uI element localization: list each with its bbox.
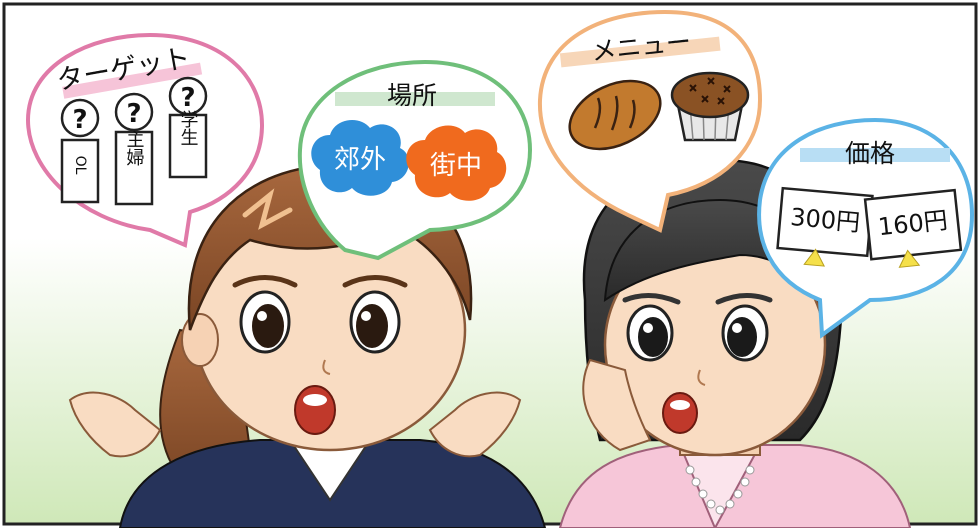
place-option-suburb: 郊外 bbox=[311, 119, 409, 196]
bubble-place-title: 場所 bbox=[387, 81, 437, 110]
pin-ol: ? OL bbox=[60, 98, 100, 204]
price-tag-300-label: 300円 bbox=[789, 203, 861, 237]
pin-mark: ? bbox=[126, 99, 141, 129]
price-tag-300: 300円 bbox=[776, 186, 874, 267]
pin-mark: ? bbox=[72, 105, 87, 135]
bubble-menu: メニュー bbox=[537, 9, 763, 233]
pin-label-ol: OL bbox=[72, 156, 88, 175]
pin-label-housewife: 主婦 bbox=[124, 130, 145, 166]
bread-icon bbox=[568, 79, 662, 151]
woman-left bbox=[68, 163, 547, 529]
place-option-downtown-label: 街中 bbox=[430, 151, 482, 181]
place-option-suburb-label: 郊外 bbox=[334, 145, 386, 175]
bubble-price-title: 価格 bbox=[845, 139, 895, 168]
pin-housewife: ? 主婦 bbox=[114, 92, 154, 206]
bubble-price: 価格 300円 160円 bbox=[757, 117, 975, 339]
place-option-downtown: 街中 bbox=[406, 125, 507, 201]
bubble-target: ターゲット ? OL ? 主婦 ? 学生 bbox=[25, 32, 265, 248]
muffin-icon bbox=[670, 71, 750, 142]
pin-mark: ? bbox=[180, 83, 195, 113]
bubble-place: 場所 郊外 街中 bbox=[297, 59, 533, 261]
pin-student: ? 学生 bbox=[168, 76, 208, 179]
pin-label-student: 学生 bbox=[178, 110, 199, 146]
price-tag-160: 160円 bbox=[863, 188, 963, 268]
